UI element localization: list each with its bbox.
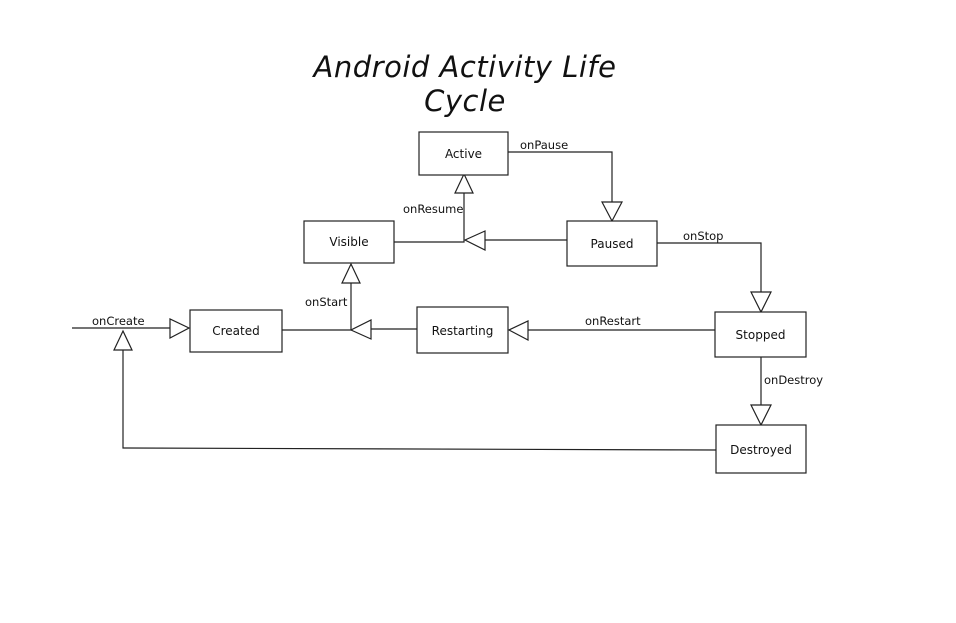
arrowhead-right-created [169, 318, 191, 339]
state-destroyed: Destroyed [715, 424, 807, 474]
arrowhead-down-stopped [750, 291, 772, 314]
arrowhead-up-active [454, 172, 474, 194]
arrowhead-left-resume [463, 230, 486, 251]
arrowheads [113, 172, 772, 427]
transition-labels: onPause onResume onStop onStart onCreate… [92, 138, 823, 387]
state-created-label: Created [212, 324, 260, 338]
label-onstop: onStop [683, 229, 723, 243]
state-visible: Visible [303, 220, 395, 264]
state-created: Created [189, 309, 283, 353]
edge-destroyed-to-create [122, 350, 717, 451]
arrowhead-up-oncreate [113, 329, 133, 351]
state-stopped-label: Stopped [736, 328, 786, 342]
state-restarting-label: Restarting [432, 324, 494, 338]
state-active: Active [418, 131, 509, 176]
diagram-title: Android Activity Life Cycle [313, 50, 617, 118]
state-restarting: Restarting [416, 306, 509, 354]
connectors [72, 151, 762, 451]
label-oncreate: onCreate [92, 314, 145, 328]
edge-onpause [508, 151, 613, 202]
arrowhead-down-paused [601, 201, 623, 223]
state-destroyed-label: Destroyed [730, 443, 792, 457]
state-paused-label: Paused [591, 237, 634, 251]
arrowhead-down-destroyed [750, 404, 772, 427]
state-stopped: Stopped [714, 311, 807, 358]
edge-onstop [657, 242, 762, 292]
edge-visible-to-resume [394, 193, 465, 243]
label-ondestroy: onDestroy [764, 373, 823, 387]
state-visible-label: Visible [329, 235, 368, 249]
arrowhead-left-start [349, 319, 372, 340]
arrowhead-up-visible [341, 262, 361, 284]
label-onrestart: onRestart [585, 314, 641, 328]
label-onpause: onPause [520, 138, 568, 152]
label-onstart: onStart [305, 295, 348, 309]
state-active-label: Active [445, 147, 482, 161]
state-paused: Paused [566, 220, 658, 267]
label-onresume: onResume [403, 202, 463, 216]
arrowhead-left-restarting [507, 320, 529, 341]
